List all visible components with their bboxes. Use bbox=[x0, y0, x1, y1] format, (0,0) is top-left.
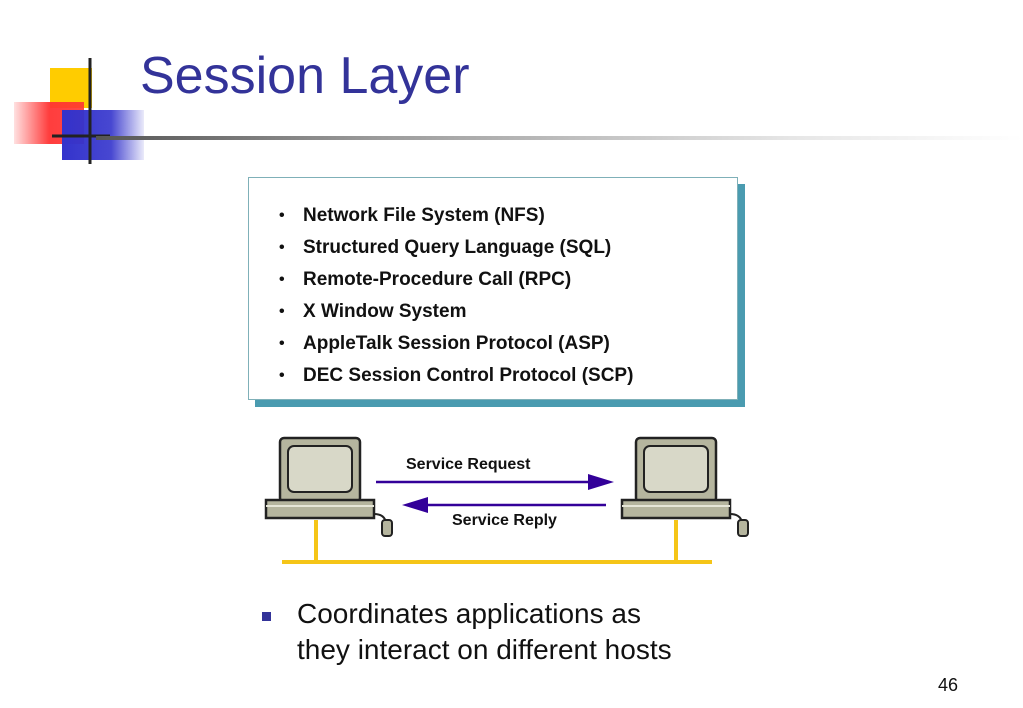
protocol-item: • Network File System (NFS) bbox=[279, 200, 633, 232]
reply-label: Service Reply bbox=[452, 512, 557, 529]
bottom-line-1: Coordinates applications as bbox=[297, 598, 641, 629]
reply-arrowhead bbox=[402, 497, 428, 513]
bullet-icon: • bbox=[279, 303, 285, 320]
protocol-list: • Network File System (NFS) • Structured Q… bbox=[279, 200, 633, 392]
slide-title: Session Layer bbox=[140, 47, 470, 105]
protocol-label: Structured Query Language (SQL) bbox=[303, 237, 612, 258]
protocol-label: Remote-Procedure Call (RPC) bbox=[303, 269, 572, 290]
protocol-label: AppleTalk Session Protocol (ASP) bbox=[303, 333, 610, 354]
bullet-icon: • bbox=[279, 239, 285, 256]
protocol-item: • Remote-Procedure Call (RPC) bbox=[279, 264, 633, 296]
bottom-line-2: they interact on different hosts bbox=[297, 634, 672, 665]
protocol-label: Network File System (NFS) bbox=[303, 205, 545, 226]
page-number: 46 bbox=[938, 675, 959, 695]
title-underline bbox=[96, 136, 1023, 140]
request-label: Service Request bbox=[406, 456, 531, 473]
protocol-label: X Window System bbox=[303, 301, 467, 322]
bullet-icon: • bbox=[279, 271, 285, 288]
computer-icon bbox=[264, 436, 394, 538]
request-arrowhead bbox=[588, 474, 614, 490]
bottom-statement: Coordinates applications as they interac… bbox=[297, 596, 672, 668]
bullet-icon: • bbox=[279, 207, 285, 224]
protocol-item: • X Window System bbox=[279, 296, 633, 328]
protocol-item: • AppleTalk Session Protocol (ASP) bbox=[279, 328, 633, 360]
bullet-square-icon bbox=[262, 612, 271, 621]
slide-logo bbox=[14, 58, 144, 164]
protocol-box: • Network File System (NFS) • Structured Q… bbox=[248, 177, 738, 400]
protocol-item: • DEC Session Control Protocol (SCP) bbox=[279, 360, 633, 392]
protocol-label: DEC Session Control Protocol (SCP) bbox=[303, 365, 634, 386]
protocol-item: • Structured Query Language (SQL) bbox=[279, 232, 633, 264]
computer-icon bbox=[620, 436, 750, 538]
bullet-icon: • bbox=[279, 335, 285, 352]
bullet-icon: • bbox=[279, 367, 285, 384]
